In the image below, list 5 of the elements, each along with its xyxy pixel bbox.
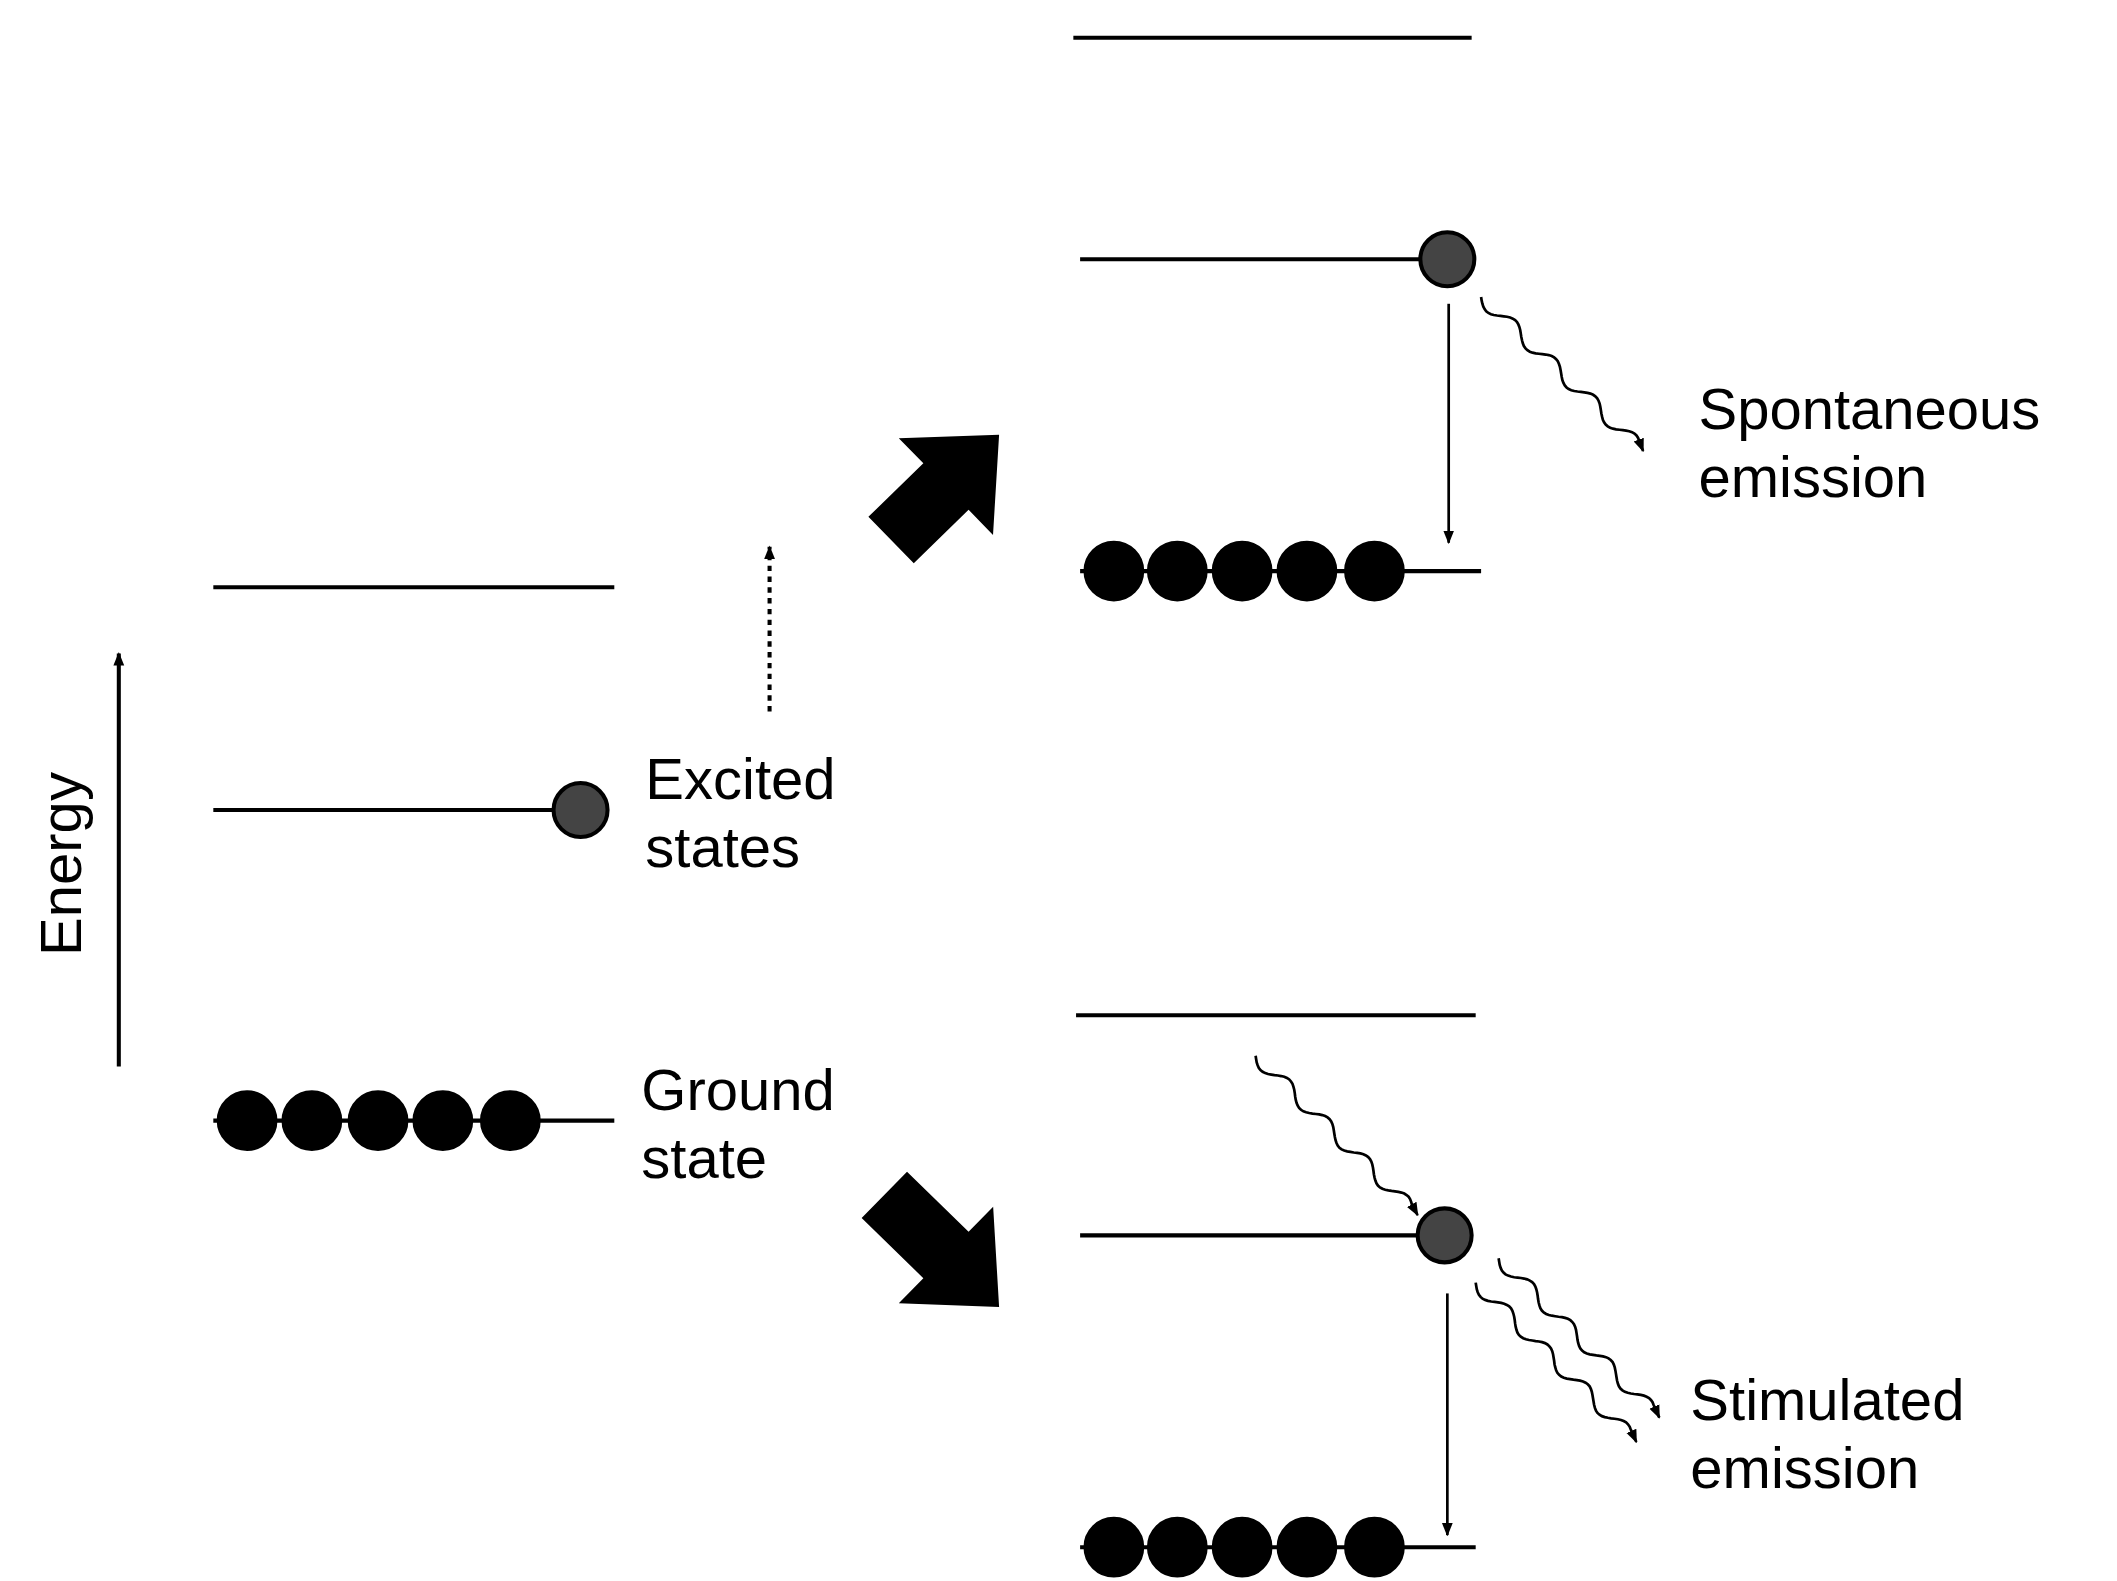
- emission-label: Stimulated emission: [1690, 1366, 1966, 1503]
- state-label: Excited states: [645, 745, 837, 882]
- state-label: Ground state: [641, 1055, 836, 1192]
- axis-label: Energy: [26, 772, 94, 956]
- emission-label: Spontaneous emission: [1698, 375, 2042, 512]
